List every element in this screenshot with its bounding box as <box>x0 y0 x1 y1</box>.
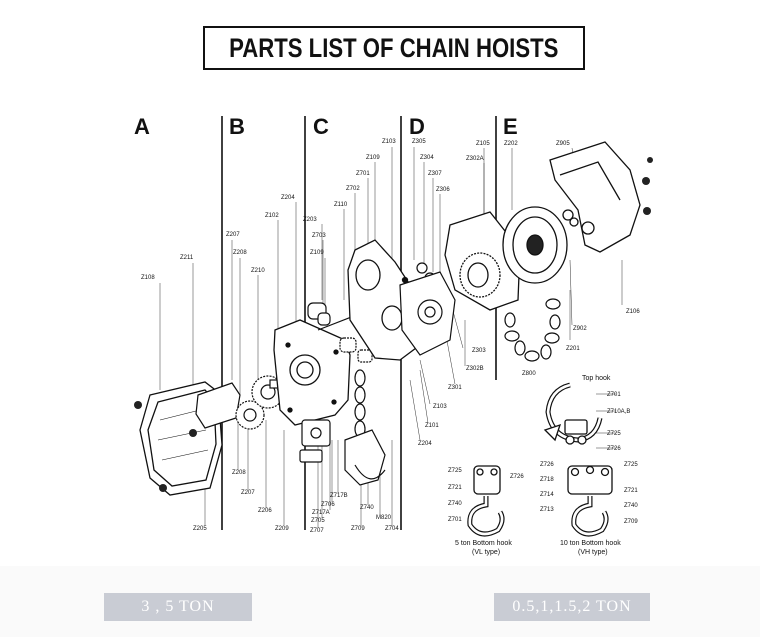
bottom-hook-5-type: (VL type) <box>472 549 500 556</box>
part-number-label: Z304 <box>420 155 434 161</box>
bottom-hook-10-type: (VH type) <box>578 549 608 556</box>
part-number-label: Z207 <box>226 232 240 238</box>
bottom-hook-5-drawing <box>467 465 505 537</box>
part-number-label: Z707 <box>310 528 324 534</box>
part-number-label: Z208 <box>233 250 247 256</box>
part-number-label: Z303 <box>472 348 486 354</box>
capacity-badge-left: 3 , 5 TON <box>104 593 252 621</box>
section-label-c: C <box>313 114 329 139</box>
part-number-label: Z109 <box>366 155 380 161</box>
part-number-label: Z202 <box>504 141 518 147</box>
section-label-a: A <box>134 114 150 139</box>
top-hook-title: Top hook <box>582 375 611 382</box>
part-number-label: Z108 <box>141 275 155 281</box>
part-number-label: Z203 <box>303 217 317 223</box>
part-number-label: M820 <box>376 515 392 521</box>
brake-assembly <box>399 262 456 356</box>
bottom-hook-10-label: Z718 <box>540 477 554 483</box>
hook-block-left <box>299 419 331 463</box>
hand-chain <box>504 298 561 362</box>
bottom-hook-10-drawing <box>567 465 613 537</box>
part-number-label: Z301 <box>448 385 462 391</box>
part-number-label: Z306 <box>436 187 450 193</box>
part-number-label: Z211 <box>180 255 194 261</box>
bottom-hook-5-label: Z740 <box>448 501 462 507</box>
top-hook-drawing <box>543 382 603 445</box>
part-number-label: Z706 <box>321 502 335 508</box>
part-number-label: Z740 <box>360 505 374 511</box>
bottom-hook-10-label: Z709 <box>624 519 638 525</box>
part-number-label: Z701 <box>356 171 370 177</box>
screw-icon <box>189 429 197 437</box>
part-number-label: Z201 <box>566 346 580 352</box>
part-number-label: Z702 <box>346 186 360 192</box>
side-frame-plate <box>273 319 351 426</box>
part-number-label: Z307 <box>428 171 442 177</box>
screw-icon <box>643 207 651 215</box>
part-number-label: Z905 <box>556 141 570 147</box>
part-number-label: Z102 <box>265 213 279 219</box>
capacity-badge-right: 0.5,1,1.5,2 TON <box>494 593 650 621</box>
part-number-label: Z103 <box>433 404 447 410</box>
leader-lines <box>159 147 623 528</box>
part-number-label: Z209 <box>275 526 289 532</box>
part-number-label: Z101 <box>425 423 439 429</box>
part-number-label: Z703 <box>312 233 326 239</box>
title-box: PARTS LIST OF CHAIN HOISTS <box>203 26 585 70</box>
part-number-label: Z902 <box>573 326 587 332</box>
section-label-d: D <box>409 114 425 139</box>
part-number-label: Z717A <box>312 510 330 516</box>
bottom-hook-5-label: Z725 <box>448 468 462 474</box>
bottom-hook-10-label: Z740 <box>624 503 638 509</box>
part-number-label: Z207 <box>241 490 255 496</box>
part-number-label: Z105 <box>476 141 490 147</box>
section-label-b: B <box>229 114 245 139</box>
bottom-hook-5-caption: 5 ton Bottom hook <box>455 540 512 547</box>
part-number-label: Z208 <box>232 470 246 476</box>
bottom-hook-5-label: Z726 <box>510 474 524 480</box>
part-number-label: Z704 <box>385 526 399 532</box>
part-number-label: Z103 <box>382 139 396 145</box>
part-number-label: Z205 <box>193 526 207 532</box>
part-number-label: Z302B <box>466 366 484 372</box>
section-label-e: E <box>503 114 518 139</box>
bottom-hook-10-label: Z714 <box>540 492 554 498</box>
part-number-label: Z106 <box>626 309 640 315</box>
top-hook-label: Z710A,B <box>607 409 630 415</box>
brake-drum <box>444 206 579 311</box>
page-title: PARTS LIST OF CHAIN HOISTS <box>229 32 559 63</box>
bottom-hook-10-caption: 10 ton Bottom hook <box>560 540 621 547</box>
bottom-hook-5-label: Z721 <box>448 485 462 491</box>
part-number-label: Z110 <box>334 202 348 208</box>
bottom-hook-10-label: Z726 <box>540 462 554 468</box>
part-number-labels: Z108Z211Z207Z208Z210Z102Z204Z203Z703Z109… <box>141 139 640 534</box>
bottom-hook-5-label: Z701 <box>448 517 462 523</box>
part-number-label: Z109 <box>310 250 324 256</box>
top-hook-label: Z725 <box>607 431 621 437</box>
top-hook-label: Z701 <box>607 392 621 398</box>
part-number-label: Z210 <box>251 268 265 274</box>
load-chain <box>344 369 386 486</box>
part-number-label: Z305 <box>412 139 426 145</box>
bottom-hook-10-label: Z725 <box>624 462 638 468</box>
part-number-label: Z204 <box>418 441 432 447</box>
bottom-hook-10-label: Z713 <box>540 507 554 513</box>
part-number-label: Z302A <box>466 156 484 162</box>
screw-icon <box>159 484 167 492</box>
part-number-label: Z206 <box>258 508 272 514</box>
part-number-label: Z709 <box>351 526 365 532</box>
part-number-label: Z705 <box>311 518 325 524</box>
part-number-label: Z800 <box>522 371 536 377</box>
part-number-label: Z717B <box>330 493 348 499</box>
top-hook-label: Z726 <box>607 446 621 452</box>
screw-icon <box>647 157 653 163</box>
screw-icon <box>134 401 142 409</box>
bottom-hook-10-label: Z721 <box>624 488 638 494</box>
part-number-label: Z204 <box>281 195 295 201</box>
gear-case-cover <box>549 141 641 253</box>
screw-icon <box>642 177 650 185</box>
